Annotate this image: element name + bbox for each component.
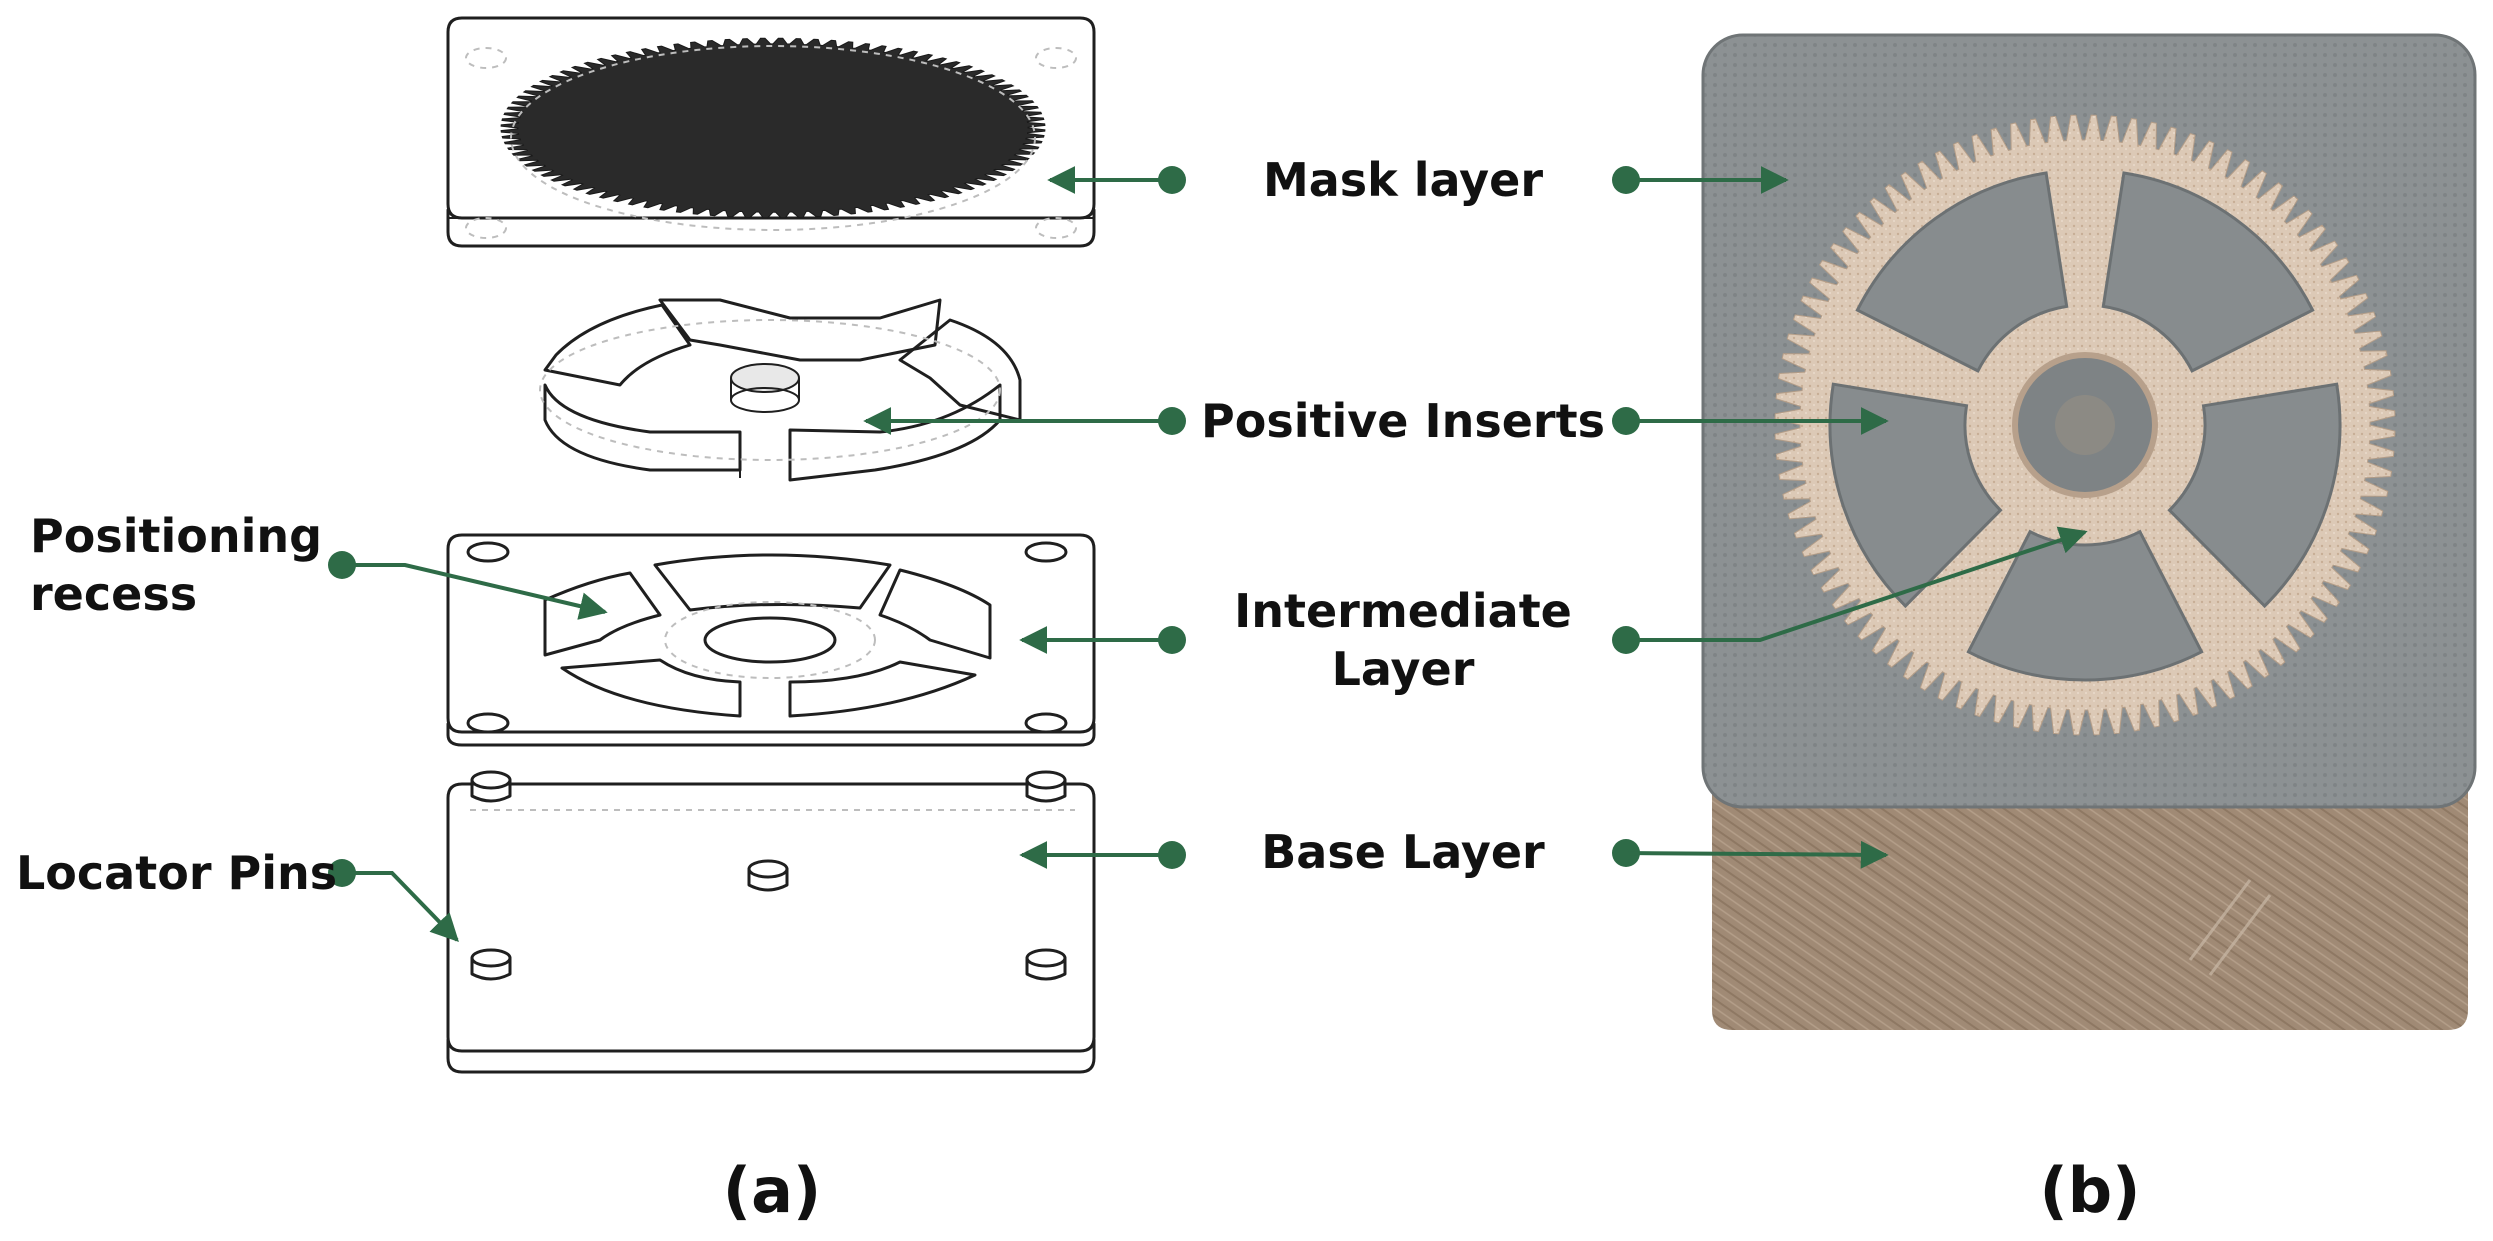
base-layer-drawing bbox=[446, 770, 1096, 1074]
locator-pin bbox=[470, 770, 512, 803]
label-positioning-line2: recess bbox=[30, 567, 197, 621]
mask-layer-drawing bbox=[446, 16, 1096, 248]
arrow-positioning bbox=[328, 551, 608, 620]
caption-a: (a) bbox=[723, 1154, 822, 1227]
label-intermediate-line2: Layer bbox=[1332, 642, 1475, 696]
arrow-inserts-left bbox=[863, 407, 1186, 435]
arrow-mask-left bbox=[1047, 166, 1186, 194]
label-positioning-line1: Positioning bbox=[30, 509, 322, 563]
intermediate-layer-drawing bbox=[446, 533, 1096, 747]
mask-gear-teeth bbox=[500, 37, 1046, 219]
caption-b: (b) bbox=[2039, 1154, 2140, 1227]
fabricated-part-photo bbox=[1701, 33, 2477, 1030]
locator-pin bbox=[470, 948, 512, 981]
positive-inserts-drawing bbox=[539, 298, 1022, 482]
locator-pin bbox=[1025, 770, 1067, 803]
locator-pin bbox=[1025, 948, 1067, 981]
arrow-locator bbox=[328, 859, 459, 943]
arrow-mask-right bbox=[1612, 166, 1789, 194]
arrow-inserts-right bbox=[1612, 407, 1889, 435]
label-locator-pins: Locator Pins bbox=[16, 846, 337, 900]
label-positive-inserts: Positive Inserts bbox=[1201, 394, 1605, 448]
arrow-intermediate-right bbox=[1612, 526, 2088, 654]
label-intermediate-line1: Intermediate bbox=[1234, 584, 1572, 638]
arrow-base-left bbox=[1019, 841, 1186, 869]
label-base-layer: Base Layer bbox=[1261, 825, 1545, 879]
arrow-intermediate-left bbox=[1019, 626, 1186, 654]
label-mask-layer: Mask layer bbox=[1263, 153, 1543, 207]
arrow-base-right bbox=[1612, 839, 1889, 869]
insert-pockets bbox=[1828, 171, 2342, 682]
arrows bbox=[328, 166, 2088, 943]
locator-pin bbox=[747, 859, 789, 892]
